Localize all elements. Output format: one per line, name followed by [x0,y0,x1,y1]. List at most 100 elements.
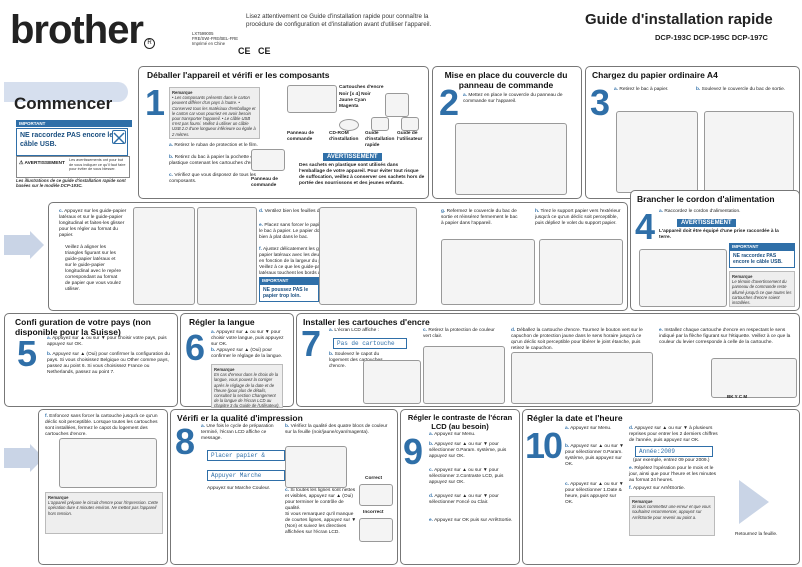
section-6-title: Régler la langue [189,317,255,327]
cartridges-illustration [385,93,409,117]
section-5-title: Confi guration de votre pays (non dispon… [15,317,152,337]
step-number-5: 5 [17,333,38,374]
s3-step-g-text: Refermez le couvercle du bac de sortie e… [441,209,518,226]
section-2-title: Mise en place du couvercle du panneau de… [444,70,568,90]
s7-step-d: d. Déballez la cartouche d'encre. Tourne… [511,328,643,351]
install-cartridge-illustration [711,358,797,398]
s1-step-c: c. Vérifiez que vous disposez de tous le… [169,173,256,184]
paper-guides-illustration [133,207,195,305]
s9-step-b: b. Appuyez sur ▲ ou sur ▼ pour sélection… [429,442,507,459]
cartridge-color-labels: BK Y C M [727,394,748,399]
user-book-icon [401,117,419,131]
document-reference: LX7599005 FRE/SWI-FRE/BEL-FRE Imprimé en… [192,31,238,46]
quality-incorrect-label: Incorrect [363,510,384,515]
s8-step-b: b. Vérifiez la qualité des quatre blocs … [285,424,388,435]
power-cord-illustration [639,249,727,307]
start-title: Commencer [14,94,113,113]
step-number-7: 7 [301,323,322,364]
s6-step-b: b. Appuyez sur ▲ (Oui) pour confirmer le… [211,348,283,359]
s10-step-e-text: Répétez l'opération pour le mois et le j… [629,466,717,483]
section-8: Vérifi er la qualité d'impression 8 a. U… [170,409,398,565]
s1-step-b: b. Retirez du bac à papier la pochette e… [169,155,262,166]
s5-step-a-text: Appuyez sur ▲ ou sur ▼ pour choisir votr… [47,336,167,347]
guide-label: Guide d'installation rapide [365,131,395,148]
s10-step-f-text: Appuyez sur ArrêtSortie. [633,486,686,491]
section-3-title: Chargez du papier ordinaire A4 [592,70,718,80]
s1-remarque-title: Remarque [172,90,193,95]
s6-remarque-title: Remarque [214,367,235,372]
registered-icon: R [144,38,155,49]
unpack-cartridge-illustration [511,352,653,404]
s3-important-text: NE poussez PAS le papier trop loin. [259,284,319,302]
s8-step-a: a. Une fois le cycle de préparation term… [201,424,274,441]
s3-step-d: d. Ventilez bien les feuilles de papier. [259,209,338,214]
s8-step-b-text: Vérifiez la qualité des quatre blocs de … [285,424,388,435]
s3-step-a-text: Retirez le bac à papier. [619,87,669,92]
s3-step-c2: Veillez à aligner les triangles figurant… [65,245,122,292]
s7-step-e: e. Installez chaque cartouche d'encre en… [659,328,791,345]
s3-step-e: e. Placez sans forcer le papier dans le … [259,223,336,240]
s1-step-b-text: Retirez du bac à papier la pochette en p… [169,155,262,166]
s1-step-a-text: Retirez le ruban de protection et le fil… [174,143,258,148]
s10-step-c: c. Appuyez sur ▲ ou sur ▼ pour sélection… [565,482,624,505]
step-number-8: 8 [175,421,196,462]
section-10-title: Régler la date et l'heure [527,413,623,423]
s4-important-text: NE raccordez PAS encore le câble USB. [729,250,795,268]
quality-correct-sample [359,484,393,506]
s10-step-d: d. Appuyez sur ▲ ou sur ▼ à plusieurs re… [629,426,718,443]
cdrom-icon [339,119,359,131]
step-number-10: 10 [525,425,563,466]
s8-step-c2: Si vous remarquez qu'il manque de courte… [285,512,357,535]
s9-step-a-text: Appuyez sur Menu. [434,432,476,437]
s9-step-c: c. Appuyez sur ▲ ou sur ▼ pour sélection… [429,468,504,485]
important-usb-notice: NE raccordez PAS encore le câble USB. [16,128,128,156]
s3-step-f-text: Ajustez délicatement les guide-papier la… [259,247,340,276]
s10-remarque-title: Remarque [632,499,653,504]
s1-warning-label: AVERTISSEMENT [323,153,382,161]
ref-print: Imprimé en Chine [192,41,226,46]
s1-remarque-text: • Les composants présents dans le carton… [172,95,256,137]
s8-step-a-text: Une fois le cycle de préparation terminé… [201,424,274,441]
section-2: Mise en place du couvercle du panneau de… [432,66,582,199]
protection-removal-illustration [423,346,505,404]
cartridge-cover-illustration [363,360,421,404]
guide-book-icon [371,117,389,131]
s10-step-d-text: Appuyez sur ▲ ou sur ▼ à plusieurs repri… [629,426,718,443]
printer-illustration [287,85,337,113]
ce-mark: CE [238,46,251,56]
load-paper-illustration [319,207,417,305]
s9-step-e: e. Appuyez sur OK puis sur ArrêtSortie. [429,518,513,523]
s3-step-b: b. Soulevez le couvercle du bac de sorti… [696,87,786,92]
s10-step-a: a. Appuyez sur Menu. [565,426,612,431]
s7-step-f: f. Enfoncez sans forcer la cartouche jus… [45,414,158,437]
section-1: Déballer l'appareil et vérifi er les com… [138,66,429,199]
quality-correct-label: Correct [365,476,383,481]
s9-step-d-text: Appuyez sur ▲ ou sur ▼ pour sélectionner… [429,494,499,505]
s3-step-c-text: Appuyez sur les guide-papier latéraux et… [59,209,127,238]
cover-label: Panneau de commande [287,131,314,142]
step-number-4: 4 [635,206,656,247]
step-number-9: 9 [403,431,424,472]
quality-incorrect-sample [359,518,393,542]
brand-logo: brother [10,8,144,52]
s10-remarque-text: Si vous commettez une erreur et que vous… [632,504,711,520]
intro-text: Lisez attentivement ce Guide d'installat… [246,13,432,28]
warning-legend-text: Les avertissements ont pour but de vous … [69,158,126,172]
turn-page-text: Retournez la feuille. [735,532,778,537]
s4-step-a-text: Raccordez le cordon d'alimentation. [664,209,741,214]
ce-mark-2: CE [258,46,271,56]
s10-step-f: f. Appuyez sur ArrêtSortie. [629,486,686,491]
turn-page-arrow-icon [739,480,769,524]
s8-step-a2: Appuyez sur Marche Couleur. [207,486,271,491]
s6-step-a-text: Appuyez sur ▲ ou sur ▼ pour choisir votr… [211,330,284,347]
flow-arrow-icon [30,231,44,259]
s3-step-h: h. Tirez le support papier vers l'extéri… [535,209,621,226]
flow-arrow-bar-2 [4,448,30,468]
s4-important-label: IMPORTANT [729,243,795,250]
s7-step-b: b. Soulevez le capot du logement des car… [329,352,383,369]
s4-remarque: Remarque Le témoin d'avertissement du pa… [729,271,795,307]
step-number-3: 3 [590,82,611,123]
output-cover-illustration [704,111,794,193]
close-tray-illustration [441,239,535,305]
s4-remarque-text: Le témoin d'avertissement du panneau de … [732,279,792,306]
